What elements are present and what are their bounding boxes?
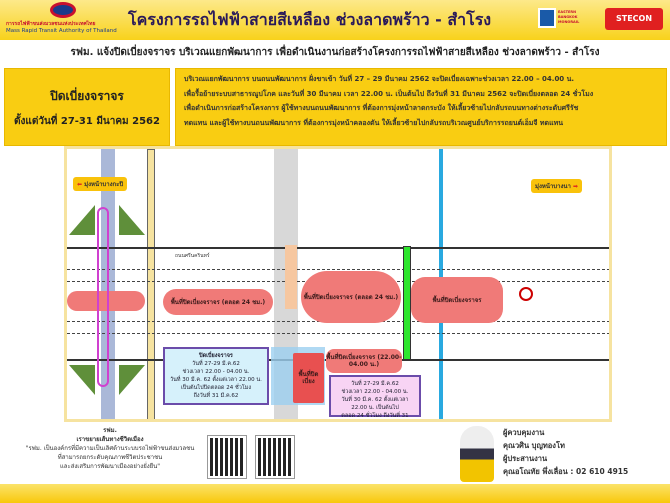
lane-line [67, 333, 609, 334]
qr-code[interactable] [207, 435, 247, 479]
note-pink: วันที่ 27-29 มี.ค.62 ช่วงเวลา 22.00 - 04… [329, 375, 421, 419]
qr-code[interactable] [255, 435, 295, 479]
sign-label: มุ่งหน้าบางนา [535, 183, 571, 190]
closure-area-2: พื้นที่ปิดเบี่ยงจราจร (ตลอด 24 ชม.) [301, 271, 401, 323]
note-line: วันที่ 27-29 มี.ค.62 [351, 381, 399, 387]
u-turn-icon [519, 287, 533, 301]
closure-area-1: พื้นที่ปิดเบี่ยงจราจร (ตลอด 24 ชม.) [163, 289, 273, 315]
note-blue: ปิดเบี่ยงจราจร วันที่ 27-29 มี.ค.62 ช่วง… [163, 347, 269, 405]
slogan-line: และส่งเสริมการพัฒนาเมืองอย่างยั่งยืน" [59, 463, 161, 470]
lane-line [67, 269, 609, 270]
green-island [119, 365, 145, 395]
green-island [69, 205, 95, 235]
contact-line: ผู้ประสานงาน [503, 454, 548, 463]
direction-sign-bangna: มุ่งหน้าบางนา ➡ [531, 179, 583, 193]
bottom-band [0, 484, 670, 503]
header-banner: การรถไฟฟ้าขนส่งมวลชนแห่งประเทศไทย Mass R… [0, 0, 670, 40]
note-line: เป็นต้นไปปิดตลอด 24 ชั่วโมง [180, 385, 252, 391]
closure-small: พื้นที่ปิดเบี่ยง [293, 353, 324, 403]
closure-area-night: พื้นที่ปิดเบี่ยงจราจร (22.00-04.00 น.) [326, 349, 402, 373]
contact-block: ผู้ควบคุมงาน คุณวศิน บุญทองโท ผู้ประสานง… [503, 426, 628, 478]
note-line: ช่วงเวลา 22.00 - 04.00 น. [182, 369, 250, 375]
closure-area-3: พื้นที่ปิดเบี่ยงจราจร [411, 277, 503, 323]
detail-line: บริเวณแยกพัฒนาการ บนถนนพัฒนาการ ฝั่งขาเข… [184, 75, 575, 83]
arrow-left-icon: ⬅ [77, 181, 85, 188]
rail-line [147, 149, 155, 419]
org-thai: การรถไฟฟ้าขนส่งมวลชนแห่งประเทศไทย [6, 21, 96, 27]
traffic-map: พื้นที่ปิดเบี่ยงจราจร (ตลอด 24 ชม.) พื้น… [64, 146, 612, 422]
closure-details: บริเวณแยกพัฒนาการ บนถนนพัฒนาการ ฝั่งขาเข… [175, 68, 667, 146]
note-line: ถึงวันที่ 31 มี.ค.62 [193, 393, 239, 399]
mascot-image [460, 426, 494, 482]
contact-line: คุณวศิน บุญทองโท [503, 441, 565, 450]
page-title: โครงการรถไฟฟ้าสายสีเหลือง ช่วงลาดพร้าว -… [128, 10, 492, 29]
org-en: Mass Rapid Transit Authority of Thailand [6, 28, 117, 34]
footer-org: รฟม. [103, 427, 117, 434]
note-line: วันที่ 27-29 มี.ค.62 [192, 361, 240, 367]
arrow-right-icon: ➡ [570, 183, 579, 190]
contact-line: คุณอโณทัย พึ่งเลื่อน : 02 610 4915 [503, 467, 629, 476]
note-line: ช่วงเวลา 22.00 - 04.00 น. [341, 389, 409, 395]
closure-dates: ตั้งแต่วันที่ 27-31 มีนาคม 2562 [14, 116, 160, 127]
detour-loop [97, 207, 109, 387]
slogan-line: ที่สามารถยกระดับคุณภาพชีวิตประชาชน [57, 454, 163, 461]
road-edge [67, 247, 609, 249]
ebm-logo [538, 8, 556, 28]
footer: รฟม. เราขยายเส้นทางชีวิตเมือง "รฟม. เป็น… [0, 422, 670, 484]
slogan-block: รฟม. เราขยายเส้นทางชีวิตเมือง "รฟม. เป็น… [20, 426, 200, 471]
detail-line: เพื่อดำเนินการก่อสร้างโครงการ ผู้ใช้ทางบ… [184, 104, 579, 112]
stecon-logo: STECON [605, 8, 663, 30]
closure-area [67, 291, 145, 311]
detail-line: เพื่อรื้อย้ายระบบสาธารณูปโภค และวันที่ 3… [184, 89, 594, 98]
green-island [119, 205, 145, 235]
closure-summary: ปิดเบี่ยงจราจร ตั้งแต่วันที่ 27-31 มีนาค… [4, 68, 170, 146]
note-line: ปิดเบี่ยงจราจร [199, 353, 233, 359]
green-island [69, 365, 95, 395]
direction-sign-bangkapi: ⬅ มุ่งหน้าบางกะปิ [73, 177, 128, 191]
green-bridge [403, 246, 411, 360]
slogan-line: "รฟม. เป็นองค์กรที่มีความเป็นเลิศด้านระบ… [25, 445, 195, 452]
note-line: ตลอด 24 ชั่วโมง ถึงวันที่ 31 มี.ค.62 [341, 413, 409, 419]
sign-label: มุ่งหน้าบางกะปิ [84, 181, 124, 188]
closure-heading: ปิดเบี่ยงจราจร [50, 89, 124, 103]
road-label: ถนนศรีนครินทร์ [175, 253, 210, 259]
subtitle: รฟม. แจ้งปิดเบี่ยงจราจร บริเวณแยกพัฒนากา… [0, 40, 670, 66]
note-line: วันที่ 30 มี.ค. 62 ตั้งแต่เวลา 22.00 น. … [341, 397, 409, 411]
note-line: วันที่ 30 มี.ค. 62 ตั้งแต่เวลา 22.00 น. [170, 377, 262, 383]
contact-line: ผู้ควบคุมงาน [503, 428, 545, 437]
ebm-name: EASTERN BANGKOK MONORAIL [558, 10, 580, 24]
detail-line: ทดแทน และผู้ใช้ทางบนถนนพัฒนาการ ที่ต้องก… [184, 118, 563, 127]
median-area [285, 245, 297, 309]
mrta-logo [50, 2, 76, 18]
slogan-title: เราขยายเส้นทางชีวิตเมือง [76, 436, 144, 443]
